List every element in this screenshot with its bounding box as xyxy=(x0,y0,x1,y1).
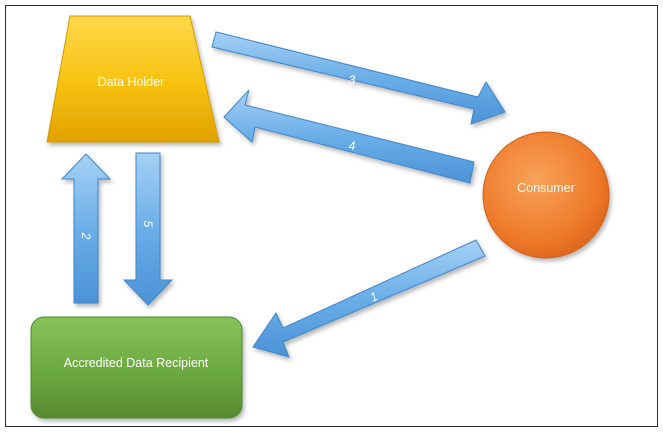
arrow-2: 2 xyxy=(60,153,112,304)
recipient-label: Accredited Data Recipient xyxy=(64,356,209,370)
arrow-1-label: 1 xyxy=(368,289,380,305)
arrow-4: 4 xyxy=(223,89,475,184)
arrow-5: 5 xyxy=(122,152,174,306)
consumer-label: Consumer xyxy=(517,181,575,195)
arrow-1-shape xyxy=(252,239,486,358)
consumer-node: Consumer xyxy=(482,131,610,259)
arrow-4-shape xyxy=(223,89,475,184)
recipient-node: Accredited Data Recipient xyxy=(30,316,243,419)
arrow-5-shape xyxy=(122,152,174,306)
consumer-shape xyxy=(482,131,610,259)
arrow-4-label: 4 xyxy=(349,139,356,153)
data-holder-label: Data Holder xyxy=(98,75,165,89)
arrow-3: 3 xyxy=(211,31,506,125)
data-holder-shape xyxy=(46,15,220,143)
arrow-2-label: 2 xyxy=(79,232,93,240)
arrow-3-label: 3 xyxy=(349,73,356,87)
data-holder-node: Data Holder xyxy=(46,15,220,143)
recipient-shape xyxy=(30,316,243,419)
arrow-5-label: 5 xyxy=(141,221,155,228)
arrow-2-shape xyxy=(60,153,112,304)
arrow-3-shape xyxy=(211,31,506,125)
arrow-1: 1 xyxy=(252,239,486,358)
